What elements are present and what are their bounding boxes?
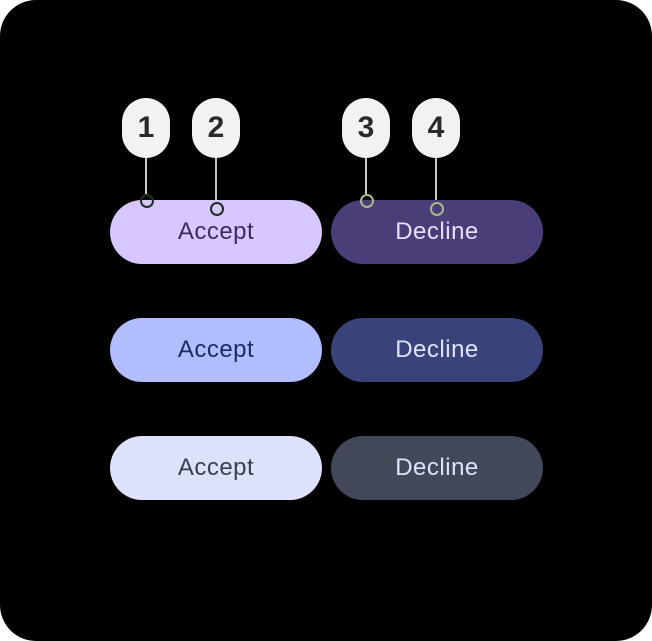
accept-button-row-2[interactable]: Accept — [110, 318, 322, 382]
callout-2-leader — [215, 158, 217, 202]
decline-button-row-1[interactable]: Decline — [331, 200, 543, 264]
callout-3-marker — [360, 194, 374, 208]
callout-4: 4 — [412, 98, 460, 158]
callout-4-marker — [430, 202, 444, 216]
decline-button-row-3[interactable]: Decline — [331, 436, 543, 500]
callout-2-marker — [210, 202, 224, 216]
callout-2: 2 — [192, 98, 240, 158]
callout-4-leader — [435, 158, 437, 202]
callout-1: 1 — [122, 98, 170, 158]
decline-button-row-2[interactable]: Decline — [331, 318, 543, 382]
accept-button-row-3[interactable]: Accept — [110, 436, 322, 500]
callout-1-marker — [140, 194, 154, 208]
callout-1-leader — [145, 158, 147, 194]
callout-3-leader — [365, 158, 367, 194]
callout-3: 3 — [342, 98, 390, 158]
